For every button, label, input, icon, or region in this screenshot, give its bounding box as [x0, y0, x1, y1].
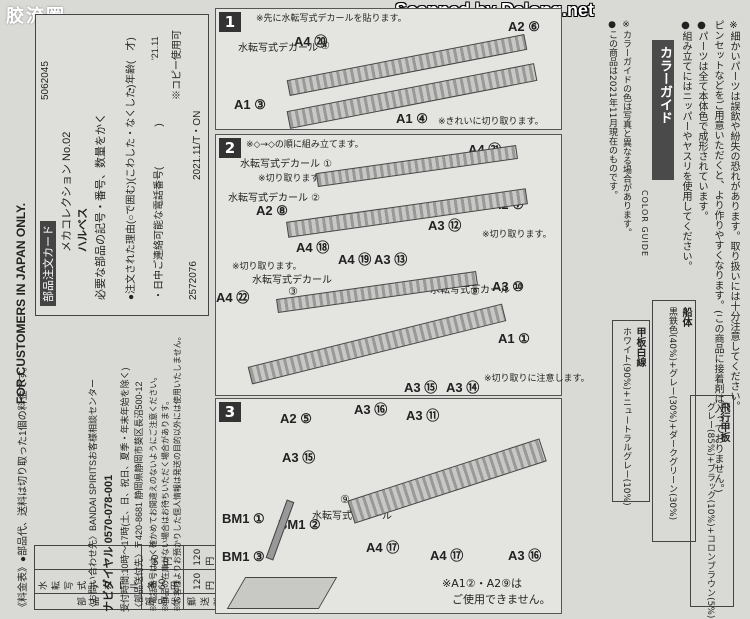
- contact-line: ※お客様よりお預かりした個人情報は発送の目的以外には使用いたしません。: [173, 332, 182, 612]
- cut-note: ※切り取ります。: [482, 230, 552, 240]
- decal-number: ③: [288, 285, 298, 298]
- intro-text: ピンセットなどをご用意いただくと、より作りやすくなります。(この商品に接着剤は入…: [712, 20, 723, 493]
- part-A3-16: A3 ⑯: [508, 548, 542, 563]
- part-A3-13: A3 ⑬: [374, 252, 408, 267]
- color-guide-header: カラーガイド: [652, 40, 674, 180]
- part-A4-18: A4 ⑱: [296, 240, 330, 255]
- catalog-number: 2572076: [188, 261, 199, 300]
- decal-first-note: ※先に水転写式デカールを貼ります。: [256, 14, 407, 24]
- deck-line-color-label: 甲板白線: [634, 327, 645, 367]
- part-BM1-1: BM1 ①: [222, 511, 265, 526]
- cut-caution-note: ※切り取りに注意します。: [484, 374, 590, 384]
- color-guide-note: ※カラーガイドの色は写真と異なる場合があります。: [621, 20, 631, 237]
- card-date-mark: '21.11: [150, 36, 160, 60]
- deck-line-color-box: 甲板白線 ホワイト(90%)+ニュートラルグレー(10%): [612, 320, 650, 506]
- card-title: 部品注文カード: [40, 221, 56, 306]
- flight-deck-color-label: 飛行甲板: [718, 402, 729, 442]
- part-A2-5: A2 ⑤: [280, 411, 312, 426]
- part-A4-20: A4 ⑳: [294, 34, 328, 49]
- contact-line: 受付時間:10時〜17時(土、日、祝日、夏季・年末年始を除く): [120, 367, 130, 612]
- hull-color-box: 船体 黒鉄色(40%)+グレー(30%)+ダークグリーン(30%): [652, 300, 696, 542]
- product-name: ハルベス: [77, 207, 89, 252]
- part-A4-19: A4 ⑲: [338, 252, 372, 267]
- color-guide-subtitle: COLOR GUIDE: [640, 190, 649, 258]
- part-A2-6: A2 ⑥: [508, 19, 540, 34]
- step-1-panel: 1 ※先に水転写式デカールを貼ります。 水転写式デカール ④ A4 ⑳ A2 ⑥…: [215, 8, 562, 130]
- card-instruction: 必要な部品の記号・番号、数量をかく: [95, 113, 107, 300]
- decal-label-4: 水転写式デカール: [430, 285, 510, 296]
- decal-number: ⑨: [470, 285, 480, 298]
- part-A3-10: A3 ⑩: [492, 279, 524, 294]
- part-A4-22: A4 ㉒: [216, 290, 250, 305]
- cut-note: ※切り取ります。: [258, 174, 328, 184]
- part-A4-17: A4 ⑰: [366, 540, 400, 555]
- display-stand-base: [226, 577, 338, 609]
- assembly-order-note: ※◇→◇の順に組み立てます。: [246, 140, 364, 150]
- contact-line: 〈部品送付先〉〒420-8681 静岡県静岡市葵区長沼500-12: [134, 381, 144, 612]
- decal-number: ⑨: [340, 493, 350, 506]
- cut-note: ※切り取ります。: [232, 262, 302, 272]
- color-guide-title: カラーガイド: [657, 46, 672, 124]
- color-guide-note: ●この商品は2021年11月現在のものです。: [607, 20, 617, 200]
- part-BM1-3: BM1 ③: [222, 549, 265, 564]
- copy-note: ※コピー使用可: [172, 30, 183, 100]
- unused-parts-note: ※A1②・A2⑨は: [442, 577, 522, 590]
- part-A3-12: A3 ⑫: [428, 218, 462, 233]
- age-line: ・年齢( 才): [126, 37, 137, 94]
- assembled-ship: [347, 438, 547, 524]
- part-BM1-2: BM1 ②: [278, 517, 321, 532]
- part-A4-17: A4 ⑰: [430, 548, 464, 563]
- clean-cut-note: ※きれいに切り取ります。: [438, 117, 544, 127]
- hull-color-label: 船体: [680, 307, 691, 327]
- part-A3-16: A3 ⑯: [354, 402, 388, 417]
- decal-label-3: 水転写式デカール: [252, 275, 332, 286]
- part-A1-1: A1 ①: [498, 331, 530, 346]
- date-code: 2021.11/T・ON: [192, 110, 203, 180]
- contact-line: ナビダイヤル 0570-078-001: [103, 474, 115, 612]
- order-card: [35, 14, 209, 316]
- deck-line-color-mix: ホワイト(90%)+ニュートラルグレー(10%): [621, 327, 631, 506]
- part-A3-15: A3 ⑮: [404, 380, 438, 395]
- step-number: 3: [219, 402, 241, 422]
- contact-line: ※電話番号はよく確かめてお間違えのないようにご注意ください。: [149, 372, 158, 612]
- intro-text: ※細かいパーツは誤飲や紛失の恐れがあります。取り扱いには十分注意してください。: [728, 20, 739, 411]
- hull-part: [316, 145, 518, 187]
- contact-line: ※部品の在庫がない場合はお待ちいただく場合があります。: [161, 396, 170, 612]
- fee-note: 《料金表》●部品代、送料は切り取った1個の料金です。: [18, 361, 29, 612]
- part-A2-8: A2 ⑧: [256, 203, 288, 218]
- decal-label: 水転写式デカール: [238, 43, 318, 54]
- contact-line: 〈お問い合わせ先〉BANDAI SPIRITSお客様相談センター: [88, 378, 98, 612]
- part-A1-3: A1 ③: [234, 97, 266, 112]
- step-number: 2: [219, 138, 241, 158]
- decal-label-1: 水転写式デカール ①: [240, 159, 333, 170]
- step-3-panel: 3 A2 ⑤ A3 ⑯ A3 ⑪ A3 ⑮ BM1 ① BM1 ② BM1 ③ …: [215, 398, 562, 614]
- hull-part: [247, 303, 507, 385]
- intro-text: ●組み立てにはニッパーやヤスリを使用してください。: [680, 20, 691, 271]
- step-2-panel: 2 ※◇→◇の順に組み立てます。 水転写式デカール ① ※切り取ります。 水転写…: [215, 134, 590, 396]
- decal-label-2: 水転写式デカール ②: [228, 193, 321, 204]
- hull-color-mix: 黒鉄色(40%)+グレー(30%)+ダークグリーン(30%): [667, 307, 677, 521]
- part-A3-14: A3 ⑭: [446, 380, 480, 395]
- part-A3-11: A3 ⑪: [406, 408, 440, 423]
- step-number: 1: [219, 12, 241, 32]
- part-A3-15: A3 ⑮: [282, 450, 316, 465]
- product-line: メカコレクション No.02: [61, 131, 73, 252]
- product-code: 5062045: [40, 61, 51, 100]
- order-reason: ●注文された理由(○で囲む)(こわした・なくした): [126, 84, 137, 300]
- part-A1-4: A1 ④: [396, 111, 428, 126]
- flight-deck-color-box: 飛行甲板 グレー(85%)+ブラック(10%)+コロンブラウン(5%): [690, 395, 734, 618]
- phone-line: ・日中ご連絡可能な電話番号( ): [154, 123, 165, 300]
- decal-number: ④: [320, 39, 330, 52]
- intro-text: ●パーツは全て本体色で成形されています。: [696, 20, 707, 221]
- unused-parts-note: ご使用できません。: [452, 593, 551, 606]
- flight-deck-color-mix: グレー(85%)+ブラック(10%)+コロンブラウン(5%): [705, 402, 715, 619]
